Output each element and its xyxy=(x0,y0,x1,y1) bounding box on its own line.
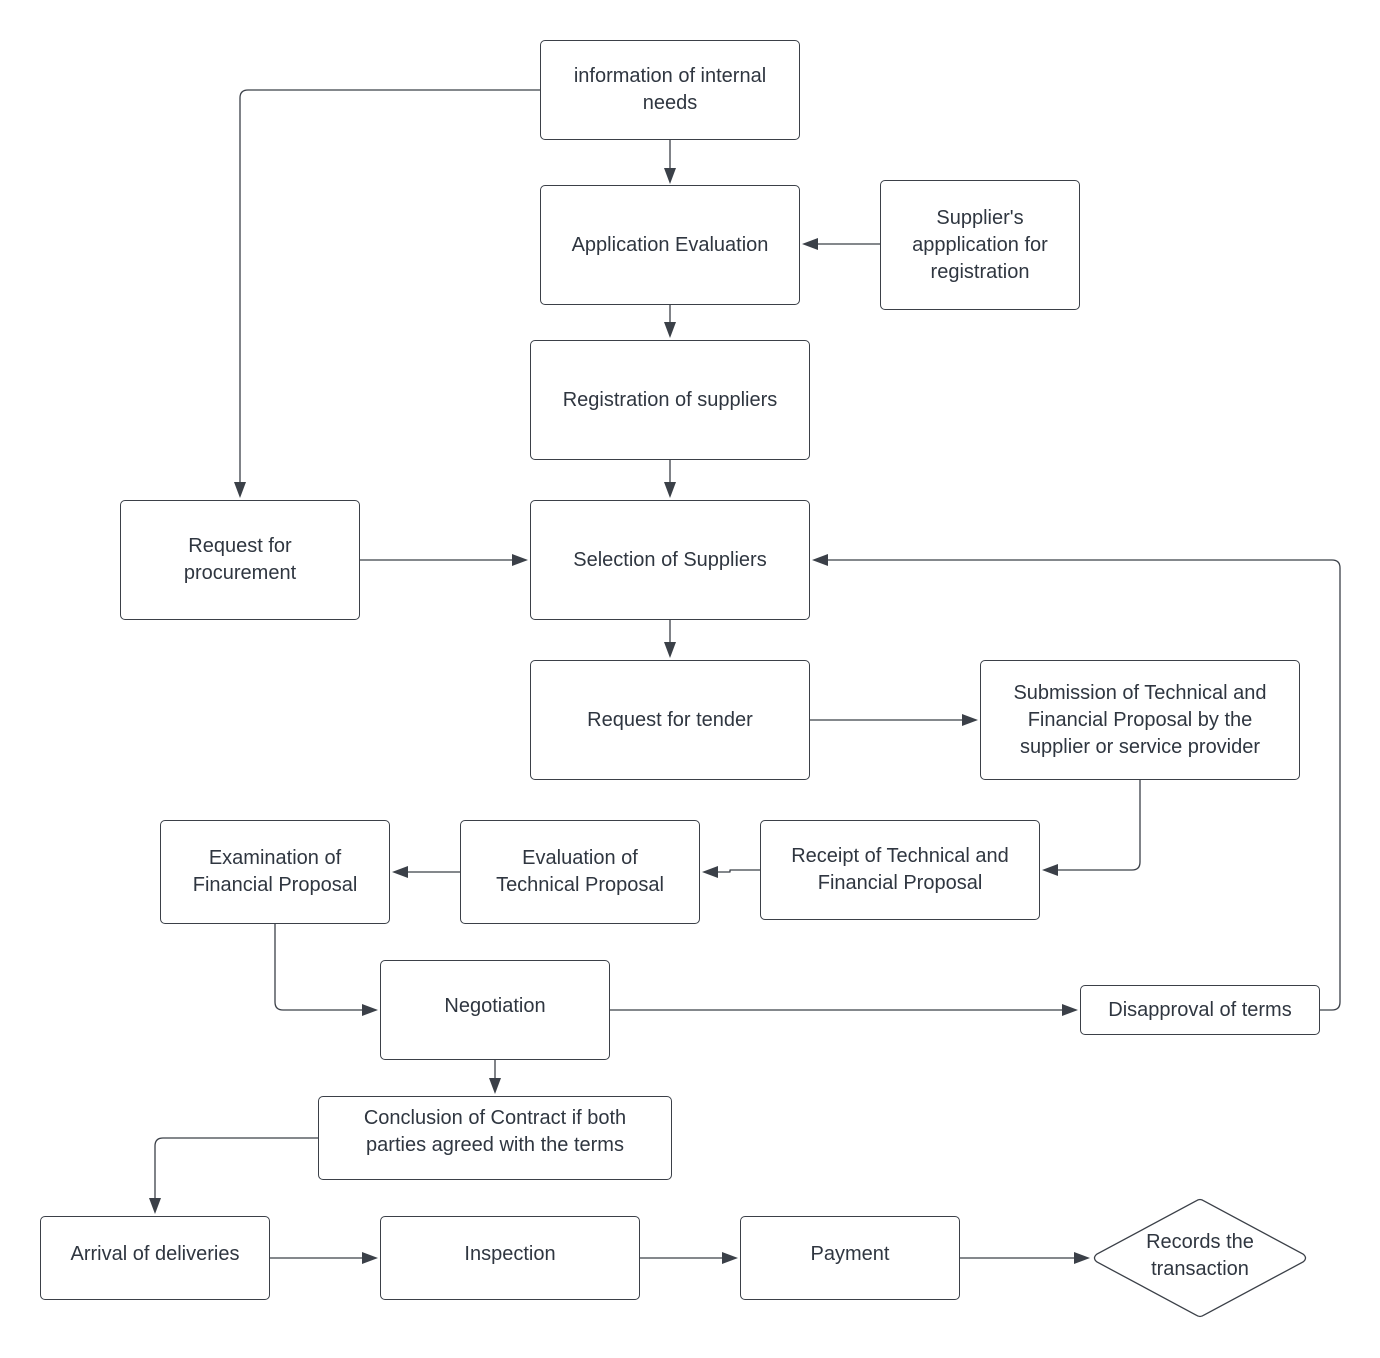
arrowhead xyxy=(812,554,828,566)
node-receipt-of-proposal-label: Receipt of Technical and Financial Propo… xyxy=(791,845,1009,894)
node-inspection-label: Inspection xyxy=(464,1242,556,1265)
arrowhead xyxy=(802,238,818,250)
edge-conclusion-to-arrival xyxy=(154,1137,318,1200)
arrowhead xyxy=(1062,1004,1078,1016)
node-disapproval-of-terms: Disapproval of terms xyxy=(1080,985,1320,1035)
node-internal-needs: information of internal needs xyxy=(540,40,800,140)
edge-needs-to-procurement xyxy=(239,89,540,484)
node-registration-of-suppliers-label: Registration of suppliers xyxy=(562,388,778,411)
node-examination-of-financial: Examination of Financial Proposal xyxy=(160,820,390,924)
node-arrival-of-deliveries: Arrival of deliveries xyxy=(40,1216,270,1300)
node-payment-label: Payment xyxy=(810,1242,890,1265)
node-evaluation-of-technical: Evaluation of Technical Proposal xyxy=(460,820,700,924)
node-registration-of-suppliers: Registration of suppliers xyxy=(530,340,810,460)
node-conclusion-of-contract-label: Conclusion of Contract if both parties a… xyxy=(363,1107,627,1156)
node-selection-of-suppliers: Selection of Suppliers xyxy=(530,500,810,620)
node-request-for-procurement-label: Request for procurement xyxy=(183,535,297,584)
arrowhead xyxy=(722,1252,738,1264)
node-negotiation: Negotiation xyxy=(380,960,610,1060)
edge-submission-to-receipt xyxy=(1056,780,1141,871)
edge-receipt-to-technical xyxy=(716,869,760,873)
edge-disapproval-to-selection xyxy=(826,559,1341,1011)
node-request-for-procurement: Request for procurement xyxy=(120,500,360,620)
arrowhead xyxy=(664,168,676,184)
edge-financial-to-negotiation xyxy=(274,924,364,1011)
node-evaluation-of-technical-label: Evaluation of Technical Proposal xyxy=(496,847,664,896)
node-supplier-application: Supplier's appplication for registration xyxy=(880,180,1080,310)
records-diamond-shape xyxy=(1093,1198,1307,1318)
node-request-for-tender-label: Request for tender xyxy=(587,708,753,731)
node-records-transaction: Records the transaction xyxy=(1110,1212,1290,1302)
arrowhead xyxy=(234,482,246,498)
arrowhead xyxy=(362,1252,378,1264)
node-inspection: Inspection xyxy=(380,1216,640,1300)
node-request-for-tender: Request for tender xyxy=(530,660,810,780)
node-application-evaluation: Application Evaluation xyxy=(540,185,800,305)
arrowhead xyxy=(362,1004,378,1016)
arrowhead xyxy=(392,866,408,878)
arrowhead xyxy=(512,554,528,566)
node-supplier-application-label: Supplier's appplication for registration xyxy=(912,206,1048,283)
arrowhead xyxy=(1042,864,1058,876)
node-submission-of-proposal: Submission of Technical and Financial Pr… xyxy=(980,660,1300,780)
node-application-evaluation-label: Application Evaluation xyxy=(571,233,769,256)
arrowhead xyxy=(962,714,978,726)
arrowhead xyxy=(664,482,676,498)
node-negotiation-label: Negotiation xyxy=(444,994,546,1017)
node-submission-of-proposal-label: Submission of Technical and Financial Pr… xyxy=(1013,681,1267,758)
arrowhead xyxy=(702,866,718,878)
node-examination-of-financial-label: Examination of Financial Proposal xyxy=(192,847,358,896)
node-selection-of-suppliers-label: Selection of Suppliers xyxy=(573,548,767,571)
arrowhead xyxy=(664,322,676,338)
node-internal-needs-label: information of internal needs xyxy=(573,65,767,114)
arrowhead xyxy=(149,1198,161,1214)
arrowhead xyxy=(489,1078,501,1094)
node-arrival-of-deliveries-label: Arrival of deliveries xyxy=(70,1242,240,1265)
node-receipt-of-proposal: Receipt of Technical and Financial Propo… xyxy=(760,820,1040,920)
arrowhead xyxy=(1074,1252,1090,1264)
node-payment: Payment xyxy=(740,1216,960,1300)
node-disapproval-of-terms-label: Disapproval of terms xyxy=(1108,998,1292,1021)
arrowhead xyxy=(664,642,676,658)
node-conclusion-of-contract: Conclusion of Contract if both parties a… xyxy=(318,1096,672,1180)
node-records-transaction-label: Records the transaction xyxy=(1146,1231,1254,1280)
